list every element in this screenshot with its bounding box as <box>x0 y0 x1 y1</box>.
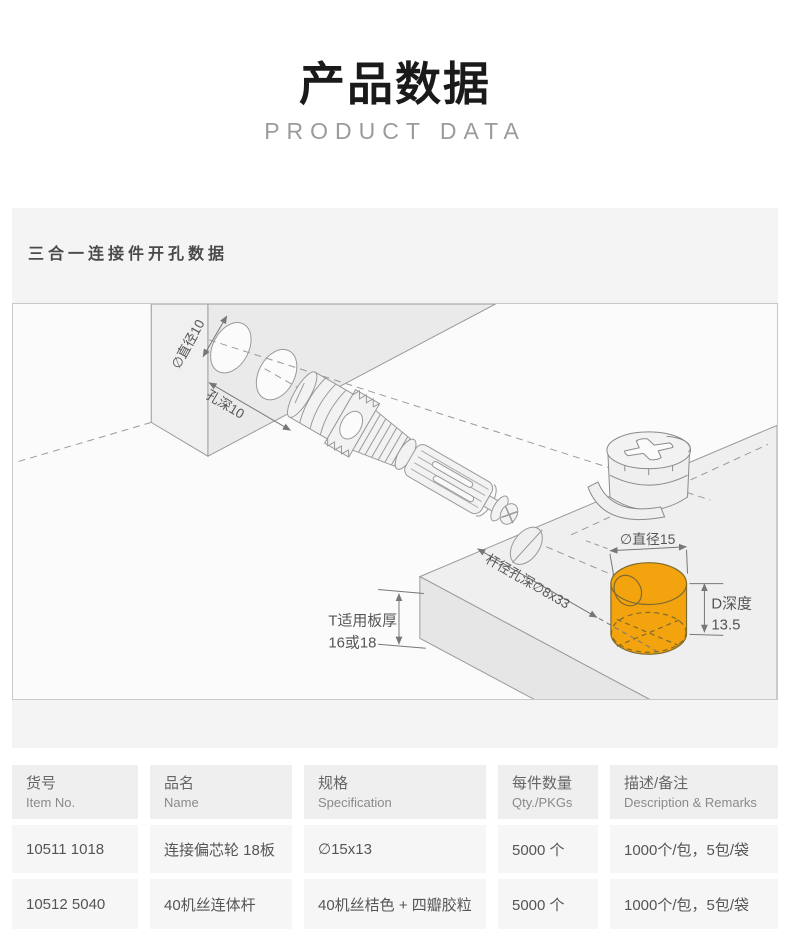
drilling-diagram: ∅直径10 孔深10 杆径孔深∅8x33 T适用板厚 16或18 ∅直径15 D… <box>15 304 777 699</box>
label-board-thickness: T适用板厚 <box>328 611 397 629</box>
col-header-item-no: 货号 Item No. <box>12 765 138 819</box>
page-title: 产品数据 <box>299 58 491 110</box>
cylinder-top <box>610 562 688 606</box>
cell-name: 40机丝连体杆 <box>150 879 292 929</box>
horizontal-panel <box>418 424 777 699</box>
highlight-drill-cylinder <box>610 562 688 655</box>
title-block: 产品数据 PRODUCT DATA <box>0 58 790 144</box>
section-drilling-data: 三合一连接件开孔数据 <box>12 208 778 748</box>
col-header-remarks: 描述/备注 Description & Remarks <box>610 765 778 819</box>
col-header-en: Qty./PKGs <box>512 794 573 810</box>
connecting-bolt <box>287 371 519 525</box>
cam-cross-slot <box>618 435 680 464</box>
cell-specification: 40机丝桔色 + 四瓣胶粒 <box>304 879 486 929</box>
col-header-zh: 描述/备注 <box>624 774 689 792</box>
page-subtitle: PRODUCT DATA <box>264 118 526 144</box>
cell-item-no: 10512 5040 <box>12 879 138 929</box>
col-header-specification: 规格 Specification <box>304 765 486 819</box>
col-header-qty: 每件数量 Qty./PKGs <box>498 765 598 819</box>
col-header-zh: 每件数量 <box>512 774 573 792</box>
col-header-name: 品名 Name <box>150 765 292 819</box>
col-header-en: Specification <box>318 794 392 810</box>
cell-remarks: 1000个/包，5包/袋 <box>610 879 778 929</box>
section-heading: 三合一连接件开孔数据 <box>28 246 229 263</box>
col-header-zh: 品名 <box>164 774 195 792</box>
cell-specification: ∅15x13 <box>304 825 486 873</box>
cell-qty: 5000 个 <box>498 825 598 873</box>
col-header-zh: 规格 <box>318 774 349 792</box>
col-header-en: Name <box>164 794 199 810</box>
col-header-en: Description & Remarks <box>624 794 757 810</box>
col-header-en: Item No. <box>26 794 76 810</box>
cylinder-hidden-bottom <box>610 611 687 653</box>
label-board-thickness-value: 16或18 <box>328 634 376 651</box>
col-header-zh: 货号 <box>26 774 57 792</box>
cell-name: 连接偏芯轮 18板 <box>150 825 292 873</box>
label-cam-hole-depth: D深度 <box>711 595 752 612</box>
cell-qty: 5000 个 <box>498 879 598 929</box>
cam-lock <box>587 431 692 521</box>
label-cam-hole-diameter: ∅直径15 <box>620 531 676 547</box>
label-cam-hole-depth-value: 13.5 <box>711 616 740 633</box>
cell-item-no: 10511 1018 <box>12 825 138 873</box>
vertical-panel <box>15 304 496 463</box>
cylinder-top-hole <box>613 574 643 607</box>
dimension-lines <box>202 315 724 652</box>
cell-remarks: 1000个/包，5包/袋 <box>610 825 778 873</box>
diagram-frame: ∅直径10 孔深10 杆径孔深∅8x33 T适用板厚 16或18 ∅直径15 D… <box>12 303 778 700</box>
spec-table: 货号 Item No. 品名 Name 规格 Specification 每件数… <box>12 765 778 929</box>
